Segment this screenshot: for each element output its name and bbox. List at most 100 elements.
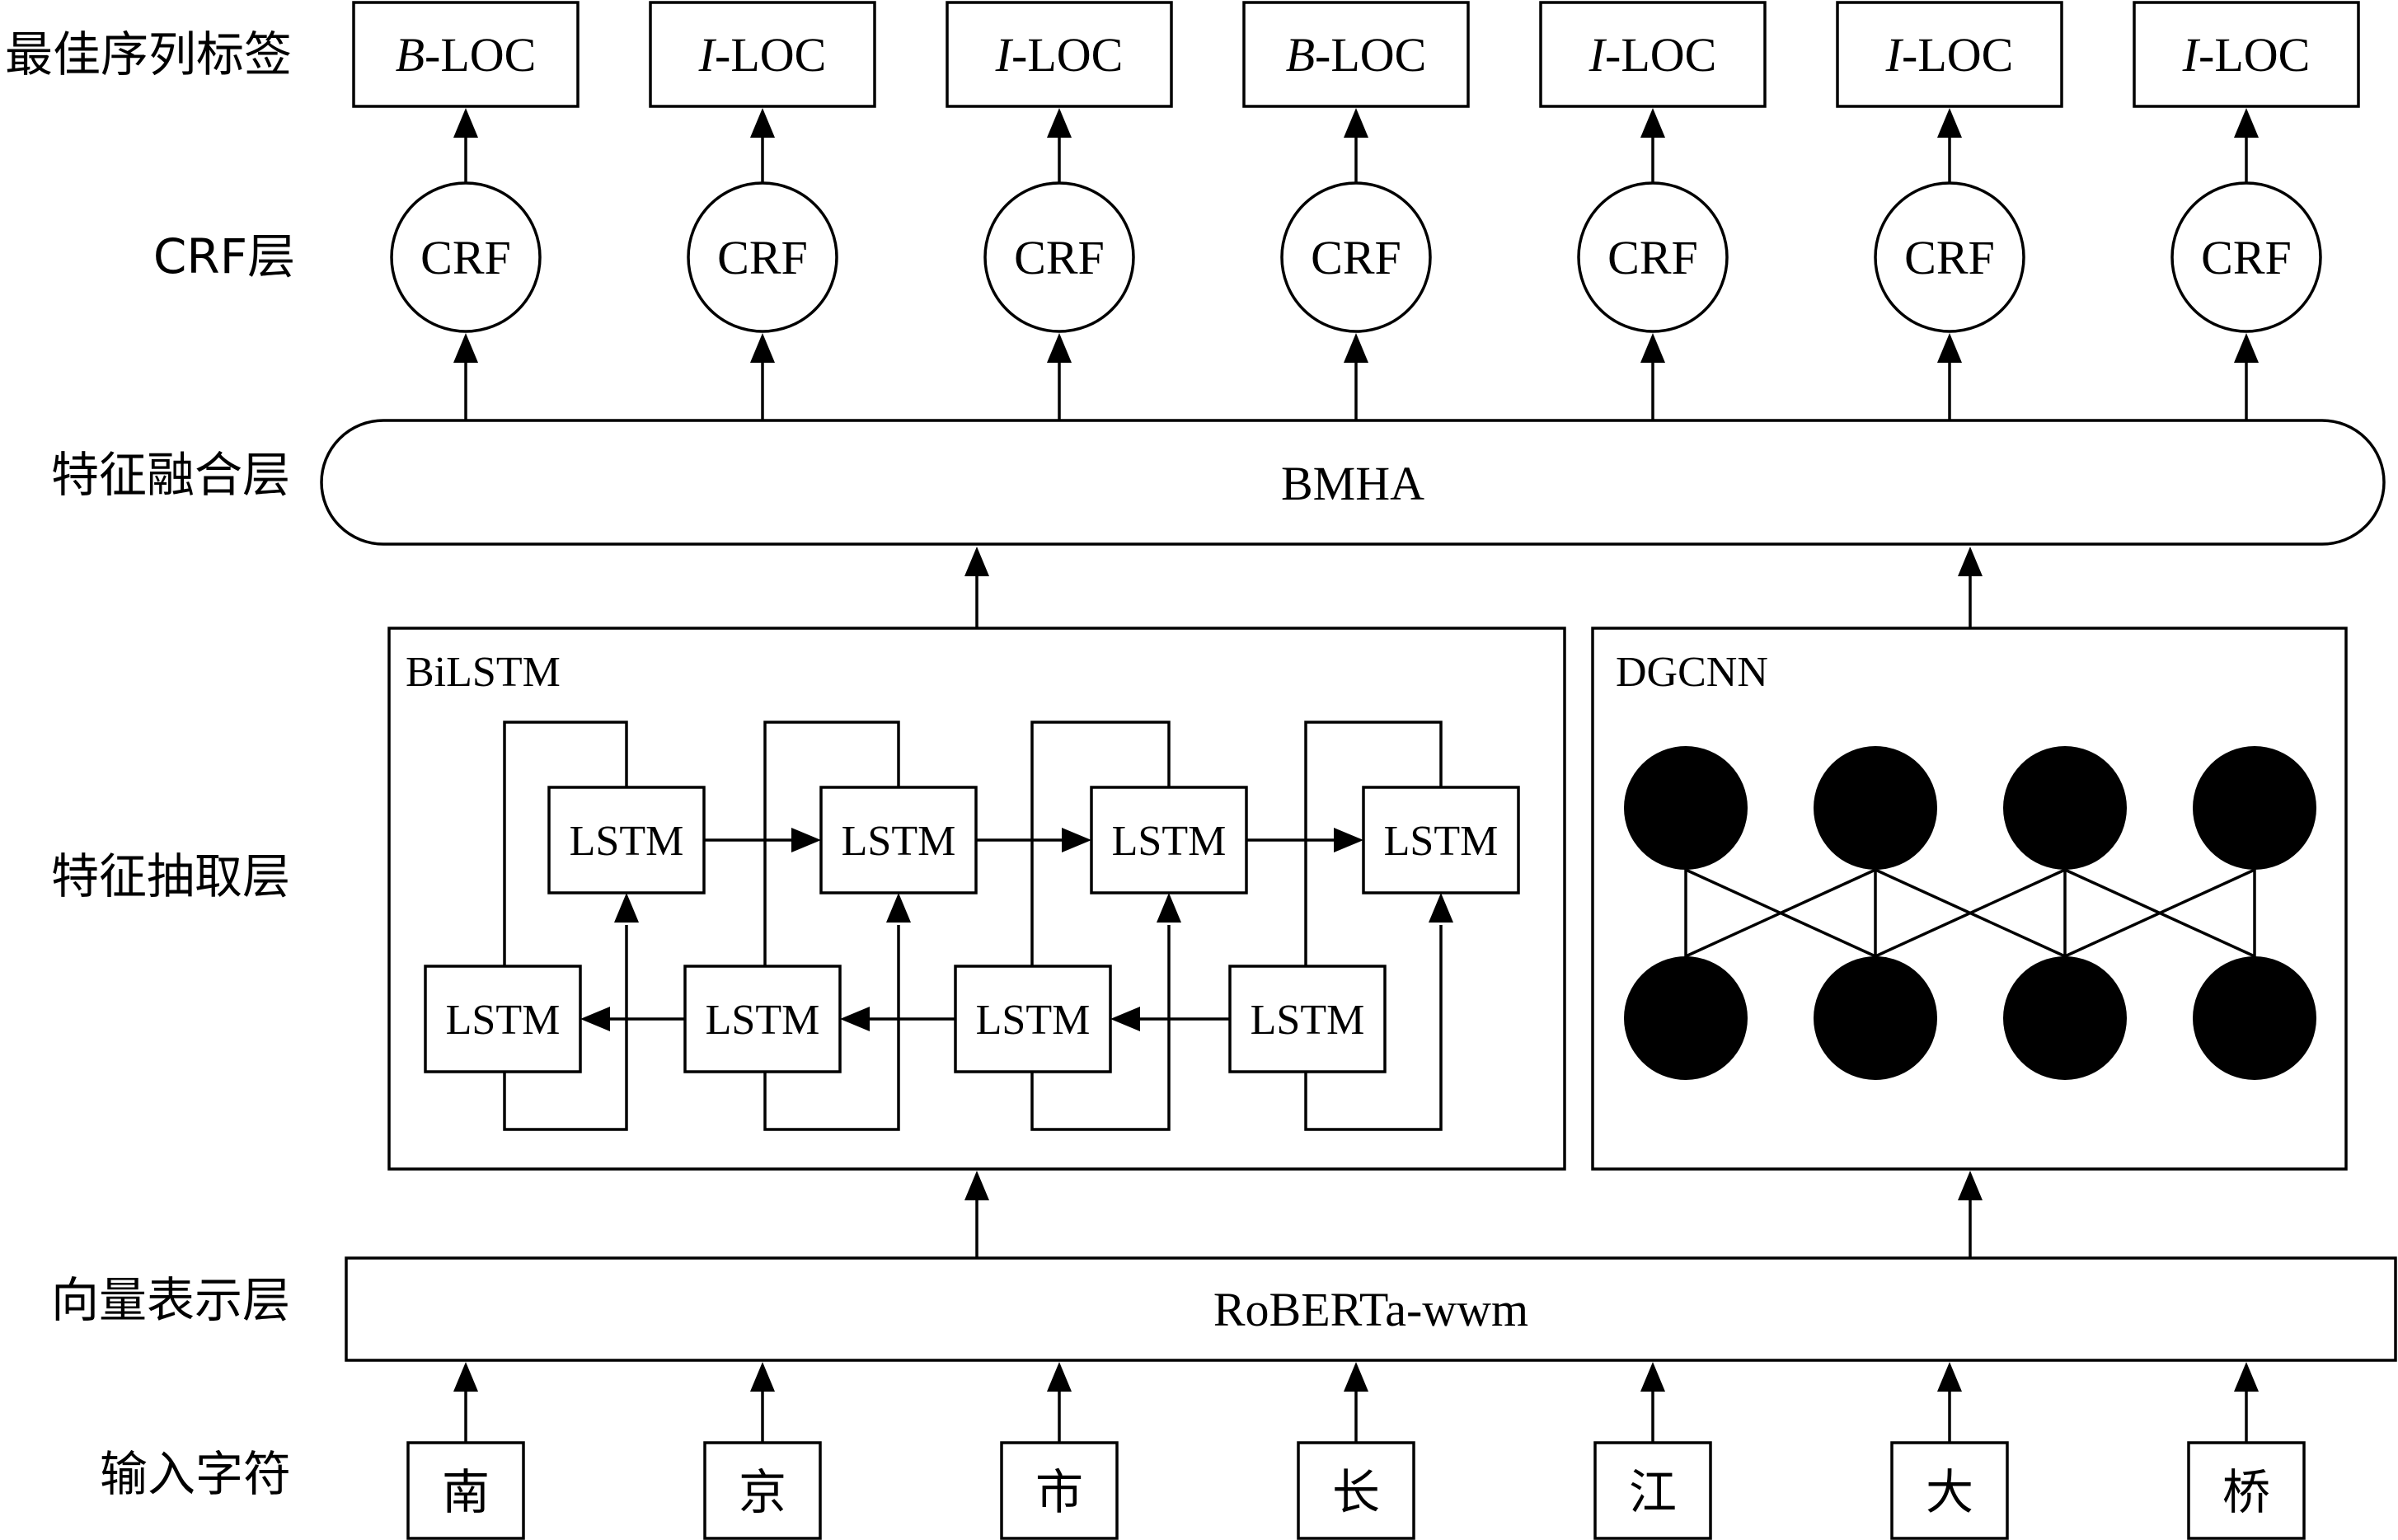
bilstm-forward-arrow bbox=[976, 828, 1091, 852]
fusion-to-crf-arrow bbox=[1344, 333, 1368, 420]
bilstm-title: BiLSTM bbox=[406, 649, 561, 696]
input-to-embedding-arrow-head bbox=[1937, 1362, 1962, 1392]
input-char-box bbox=[1593, 1441, 1712, 1540]
output-tag-box bbox=[946, 1, 1173, 108]
bilstm-panel bbox=[387, 627, 1566, 1171]
output-tag-prefix: I bbox=[995, 28, 1014, 82]
lstm-backward-cell bbox=[683, 965, 842, 1073]
fusion-label: BMHA bbox=[1281, 457, 1424, 510]
output-tag-prefix: I bbox=[1588, 28, 1607, 82]
input-to-embedding-arrow-head bbox=[1640, 1362, 1665, 1392]
crf-label: CRF bbox=[1311, 231, 1401, 284]
embedding-to-dgcnn-arrow-head bbox=[1958, 1171, 1983, 1200]
dgcnn-node-bottom bbox=[1624, 956, 1748, 1080]
bilstm-backward-arrow-head bbox=[1110, 1007, 1140, 1031]
input-to-embedding-arrow bbox=[1344, 1362, 1368, 1443]
input-char: 大 bbox=[1926, 1464, 1973, 1520]
lstm-backward-label: LSTM bbox=[976, 997, 1091, 1044]
embedding-to-bilstm-arrow bbox=[964, 1171, 989, 1258]
fusion-to-crf-arrow-head bbox=[1640, 333, 1665, 363]
layer-label-output-tags: 最佳序列标签 bbox=[5, 26, 292, 82]
crf-to-tag-arrow-head bbox=[1047, 108, 1072, 138]
crf-label: CRF bbox=[1904, 231, 1995, 284]
layer-label-extraction: 特征抽取层 bbox=[51, 848, 290, 904]
input-to-embedding-arrow-head bbox=[750, 1362, 775, 1392]
bilstm-upper-loop bbox=[763, 721, 900, 966]
dgcnn-node-bottom bbox=[2003, 956, 2127, 1080]
lstm-forward-label: LSTM bbox=[1112, 818, 1227, 865]
fusion-to-crf-arrow bbox=[2234, 333, 2259, 420]
output-tag-label: I-LOC bbox=[1885, 28, 2014, 82]
bilstm-backward-arrow-head bbox=[840, 1007, 870, 1031]
input-char-box bbox=[1890, 1441, 2009, 1540]
bilstm-upper-loop bbox=[1030, 721, 1171, 966]
output-tag-label: I-LOC bbox=[995, 28, 1124, 82]
dgcnn-panel bbox=[1591, 627, 2348, 1171]
bilstm-forward-arrow bbox=[1246, 828, 1363, 852]
input-char-box bbox=[1000, 1441, 1119, 1540]
dgcnn-graph bbox=[1624, 746, 2316, 1080]
input-to-embedding-arrow-head bbox=[453, 1362, 478, 1392]
bilstm-lower-loop-head bbox=[886, 893, 911, 923]
bilstm-to-fusion-arrow bbox=[964, 547, 989, 628]
lstm-forward-cell bbox=[1362, 786, 1520, 894]
input-to-embedding-arrow bbox=[750, 1362, 775, 1443]
crf-to-tag-arrow bbox=[1047, 108, 1072, 183]
input-to-embedding-arrow bbox=[1937, 1362, 1962, 1443]
lstm-backward-cell bbox=[424, 965, 582, 1073]
dgcnn-node-bottom bbox=[1814, 956, 1937, 1080]
dgcnn-to-fusion-arrow-head bbox=[1958, 547, 1983, 576]
input-char: 江 bbox=[1629, 1464, 1677, 1520]
output-tag-box bbox=[352, 1, 580, 108]
crf-to-tag-arrow bbox=[1640, 108, 1665, 183]
output-tag-box bbox=[649, 1, 876, 108]
output-tag-box bbox=[2133, 1, 2360, 108]
crf-to-tag-arrow-head bbox=[453, 108, 478, 138]
output-tag-suffix: -LOC bbox=[425, 28, 536, 82]
bilstm-lower-loop bbox=[1304, 925, 1443, 1131]
input-to-embedding-arrow bbox=[1640, 1362, 1665, 1443]
layer-label-fusion: 特征融合层 bbox=[51, 447, 290, 503]
output-tag-box bbox=[1242, 1, 1470, 108]
fusion-to-crf-arrow-head bbox=[1937, 333, 1962, 363]
input-char: 长 bbox=[1332, 1464, 1380, 1520]
lstm-backward-label: LSTM bbox=[446, 997, 561, 1044]
input-to-embedding-arrow-head bbox=[2234, 1362, 2259, 1392]
output-tag-suffix: -LOC bbox=[1011, 28, 1123, 82]
input-to-embedding-arrow-head bbox=[1047, 1362, 1072, 1392]
dgcnn-edge bbox=[2064, 868, 2255, 958]
output-tag-suffix: -LOC bbox=[2199, 28, 2310, 82]
output-tag-label: B-LOC bbox=[396, 28, 537, 82]
dgcnn-edge bbox=[1685, 868, 1876, 958]
bilstm-forward-arrow-head bbox=[791, 828, 821, 852]
bilstm-forward-arrow-head bbox=[1334, 828, 1363, 852]
layer-label-input: 输入字符 bbox=[100, 1446, 291, 1502]
bilstm-backward-arrow bbox=[840, 1007, 955, 1031]
input-char: 京 bbox=[739, 1464, 786, 1520]
fusion-to-crf-arrow bbox=[1640, 333, 1665, 420]
output-tag-box bbox=[1539, 1, 1767, 108]
fusion-to-crf-arrow bbox=[750, 333, 775, 420]
bilstm-lower-loop-head bbox=[1429, 893, 1453, 923]
bilstm-backward-arrow bbox=[580, 1007, 685, 1031]
bilstm-upper-loop bbox=[1304, 721, 1443, 966]
crf-label: CRF bbox=[2201, 231, 2292, 284]
crf-to-tag-arrow bbox=[750, 108, 775, 183]
lstm-forward-cell bbox=[547, 786, 706, 894]
dgcnn-node-top bbox=[1624, 746, 1748, 870]
input-char: 桥 bbox=[2222, 1464, 2270, 1520]
crf-label: CRF bbox=[1014, 231, 1105, 284]
crf-to-tag-arrow bbox=[453, 108, 478, 183]
crf-to-tag-arrow bbox=[1344, 108, 1368, 183]
dgcnn-to-fusion-arrow bbox=[1958, 547, 1983, 628]
dgcnn-edge bbox=[1875, 868, 2066, 958]
input-char: 市 bbox=[1035, 1464, 1083, 1520]
input-characters: 南京市长江大桥 bbox=[406, 1362, 2306, 1540]
lstm-backward-cell bbox=[1228, 965, 1387, 1073]
dgcnn-node-bottom bbox=[2193, 956, 2316, 1080]
output-tag-label: I-LOC bbox=[1588, 28, 1717, 82]
crf-to-tag-arrow bbox=[1937, 108, 1962, 183]
crf-label: CRF bbox=[717, 231, 808, 284]
input-to-embedding-arrow bbox=[1047, 1362, 1072, 1443]
